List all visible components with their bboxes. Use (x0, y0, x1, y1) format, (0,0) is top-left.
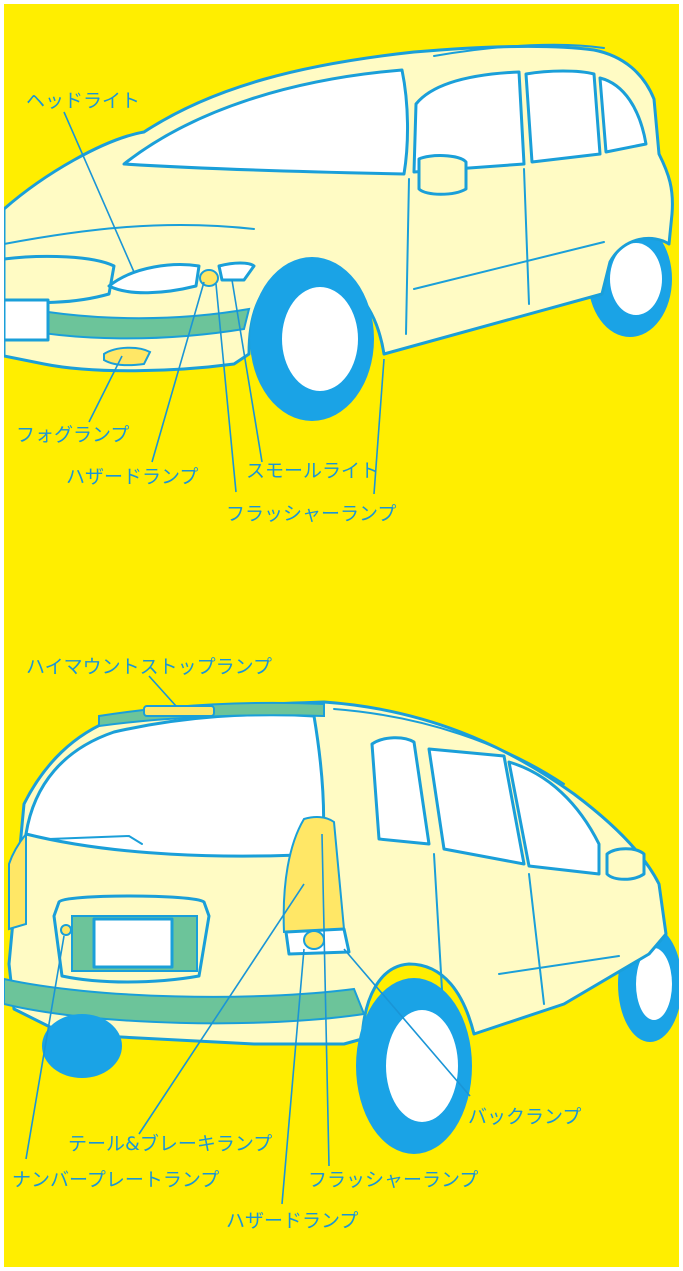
rear-car-front-side-window (507, 760, 601, 876)
rear-car-side-mirror (605, 847, 646, 881)
front-car-side-molding (413, 241, 605, 290)
rear-car-rear-side-window (427, 747, 526, 866)
rear-car-tail-brake-lamp (282, 816, 346, 934)
rear-leader-lines (25, 675, 471, 1205)
front-car-side-mirror (417, 154, 468, 196)
rear-car-left-tail-lamp (8, 831, 27, 931)
front-leader-lines (63, 111, 385, 495)
rear-car-front-rim (636, 948, 672, 1020)
front-car-quarter-window (598, 76, 648, 154)
label-high-mount-stop-lamp: ハイマウントストップランプ (26, 656, 272, 678)
front-car-rear-side-window (524, 69, 602, 164)
label-back-lamp: バックランプ (468, 1106, 581, 1128)
label-small-light: スモールライト (246, 460, 379, 482)
front-car-fog-lamp (103, 346, 152, 367)
rear-car-rear-wiper (48, 834, 143, 845)
label-front-hazard-lamp: ハザードランプ (66, 466, 198, 488)
front-car-rear-rim (610, 243, 662, 315)
front-car-door-line (405, 168, 530, 335)
rear-car-rear-rim (386, 1010, 458, 1122)
front-car-illustration (4, 43, 674, 421)
front-car-grille (4, 254, 116, 304)
label-fog-lamp: フォグランプ (16, 424, 129, 446)
rear-car-license-plate (92, 917, 174, 969)
rear-car-roof-rail (333, 708, 565, 785)
rear-car-high-mount-stop-lamp (143, 705, 215, 717)
front-car-front-side-window (412, 70, 526, 174)
front-car-bumper-trim (4, 302, 251, 340)
diagram-panel: ヘッドライト フォグランプ ハザードランプ スモールライト フラッシャーランプ (4, 4, 679, 1267)
front-car-hazard-lamp (199, 269, 219, 287)
label-headlight: ヘッドライト (26, 90, 140, 112)
rear-car-license-plate-lamp (60, 924, 72, 936)
rear-car-quarter-window (370, 736, 431, 846)
front-car-small-light (217, 261, 256, 282)
front-car-license-plate (4, 298, 50, 342)
label-tail-brake-lamp: テール&ブレーキランプ (68, 1132, 272, 1155)
rear-car-left-tire (42, 1014, 122, 1078)
front-car-front-rim (282, 287, 358, 391)
rear-car-side-molding (498, 955, 620, 975)
front-car-headlight (107, 263, 201, 295)
rear-car-illustration (4, 700, 679, 1154)
front-car-hood-line (4, 224, 255, 245)
label-rear-flasher-lamp: フラッシャーランプ (308, 1169, 478, 1191)
rear-car-hazard-lamp (303, 930, 325, 950)
front-car-roof-rail (433, 43, 605, 57)
car-lamp-diagram: ヘッドライト フォグランプ ハザードランプ スモールライト フラッシャーランプ (4, 4, 679, 1267)
label-rear-hazard-lamp: ハザードランプ (226, 1210, 358, 1232)
front-car-windshield (122, 68, 410, 176)
label-front-flasher-lamp: フラッシャーランプ (226, 503, 396, 525)
label-license-plate-lamp: ナンバープレートランプ (12, 1169, 219, 1191)
